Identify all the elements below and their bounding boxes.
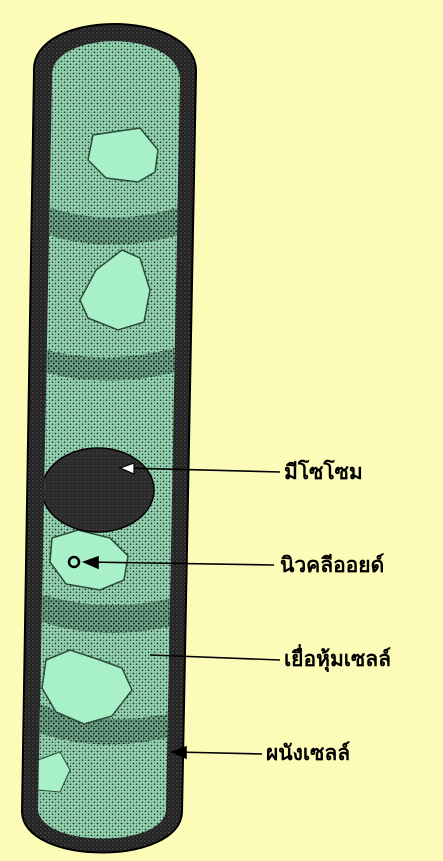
label-cell-wall: ผนังเซลล์ — [266, 741, 350, 765]
label-cell-membrane: เยื่อหุ้มเซลล์ — [284, 643, 391, 673]
cell-wall-pointer — [176, 752, 262, 754]
label-nucleoid: นิวคลีออยด์ — [280, 553, 384, 577]
mesosome — [42, 448, 154, 532]
label-mesosome: มีโซโซม — [284, 459, 363, 484]
